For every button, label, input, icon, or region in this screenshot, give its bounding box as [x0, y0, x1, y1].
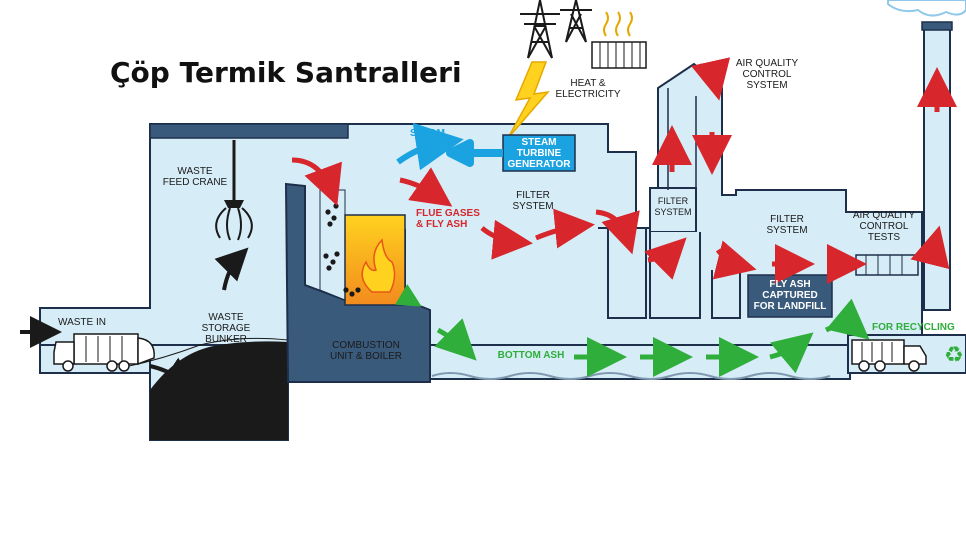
air-quality-control-tests-label: AIR QUALITY CONTROL TESTS	[852, 210, 916, 243]
waste-in-label: WASTE IN	[58, 317, 106, 328]
fly-ash-captured-label: FLY ASH CAPTURED FOR LANDFILL	[753, 279, 827, 312]
dump-arrow-icon	[149, 357, 196, 389]
power-tower-icon	[520, 0, 592, 59]
fire-icon	[361, 238, 396, 293]
waste-surface	[119, 337, 289, 369]
steam-label: STEAM	[410, 128, 445, 139]
for-recycling-label: FOR RECYCLING	[872, 322, 955, 333]
combustion-unit-label: COMBUSTION UNIT & BOILER	[329, 340, 403, 362]
lightning-icon	[507, 61, 550, 139]
crane-grab-icon	[215, 140, 253, 241]
recycle-icon: ♻	[944, 343, 964, 368]
chimney-cap	[921, 21, 953, 31]
garbage-truck-icon	[53, 333, 155, 372]
bottom-ash-arrows	[394, 283, 870, 377]
air-quality-control-system-label: AIR QUALITY CONTROL SYSTEM	[735, 58, 799, 91]
flue-gas-arrows	[291, 57, 957, 284]
waste-storage-bunker-label: WASTE STORAGE BUNKER	[201, 312, 251, 345]
radiator-icon	[591, 11, 647, 69]
chimney	[923, 27, 951, 311]
bunker-roof	[149, 123, 349, 139]
aq-tests-box	[855, 254, 919, 276]
tower-lower	[649, 232, 701, 319]
crane-lift-arrow-icon	[214, 247, 249, 291]
flue-gases-label: FLUE GASES & FLY ASH	[416, 208, 480, 230]
bottom-ash-label: BOTTOM ASH	[497, 350, 565, 361]
steam-turbine-generator-box	[502, 134, 576, 172]
cloud-icon	[887, 0, 966, 17]
heat-electricity-label: HEAT & ELECTRICITY	[555, 78, 621, 100]
page-title: Çöp Termik Santralleri	[110, 56, 462, 89]
right-filter-base	[711, 270, 741, 319]
ash-layer	[431, 372, 831, 380]
feed-chute	[319, 189, 346, 301]
steam-arrow-icon	[396, 122, 464, 171]
filter-system-right-label: FILTER SYSTEM	[766, 214, 808, 236]
filter-system-tower-label: FILTER SYSTEM	[654, 196, 692, 217]
steam-turbine-generator-label: STEAM TURBINE GENERATOR	[507, 137, 571, 170]
waste-feed-crane-label: WASTE FEED CRANE	[162, 166, 228, 188]
garbage-truck-icon	[851, 339, 927, 372]
filter-system-main-label: FILTER SYSTEM	[512, 190, 554, 212]
